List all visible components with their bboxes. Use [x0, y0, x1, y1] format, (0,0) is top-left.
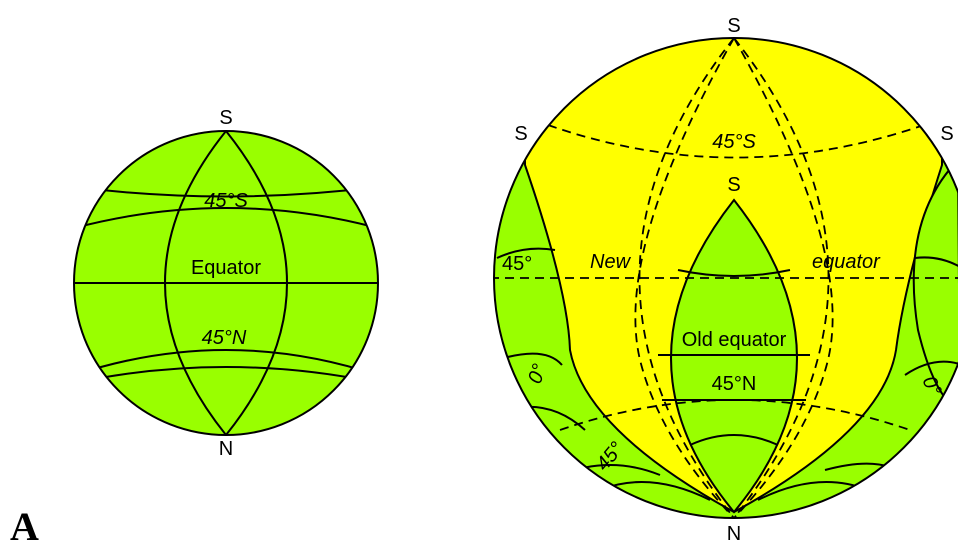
small-lat-45s-line	[74, 207, 378, 233]
large-lat-45n-label: 45°N	[712, 373, 757, 395]
dashed-meridian-left	[638, 38, 735, 518]
green-lat-left-top	[496, 247, 556, 259]
dashed-meridian-right	[733, 38, 830, 518]
large-pole-inner-label: S	[727, 174, 740, 196]
small-meridian-left	[164, 130, 227, 436]
lens-lower-arc	[689, 434, 779, 446]
lens-upper-arc	[677, 269, 791, 277]
large-pole-right-label: S	[940, 123, 953, 145]
large-globe: S S S S N 45°S 45° New equator Old equat…	[493, 15, 958, 545]
large-equator-label: equator	[812, 251, 881, 273]
small-lat-45n-line	[74, 349, 378, 381]
large-old-equator-label: Old equator	[682, 329, 787, 351]
large-left-45-label: 45°	[502, 253, 532, 275]
large-globe-outline	[493, 37, 958, 519]
dashed-lat-45s	[547, 124, 925, 159]
large-pole-bottom-label: N	[727, 523, 741, 545]
small-pole-bottom-label: N	[219, 438, 233, 460]
dashed-lat-45n	[559, 399, 911, 431]
small-lat-45s-label: 45°S	[204, 190, 248, 212]
large-pole-left-label: S	[514, 123, 527, 145]
small-equator-label: Equator	[191, 257, 261, 279]
dashed-meridian-inner-left	[634, 38, 735, 518]
small-pole-top-label: S	[219, 107, 232, 129]
green-lat-right-top	[914, 256, 958, 269]
large-lat-45s-label: 45°S	[712, 131, 756, 153]
dashed-meridian-inner-right	[733, 38, 834, 518]
small-globe: S N 45°S Equator 45°N	[73, 107, 379, 460]
large-new-label: New	[590, 251, 632, 273]
small-meridian-right	[225, 130, 288, 436]
large-pole-top-label: S	[727, 15, 740, 37]
panel-letter: A	[10, 504, 39, 548]
small-lat-45n-label: 45°N	[202, 327, 247, 349]
